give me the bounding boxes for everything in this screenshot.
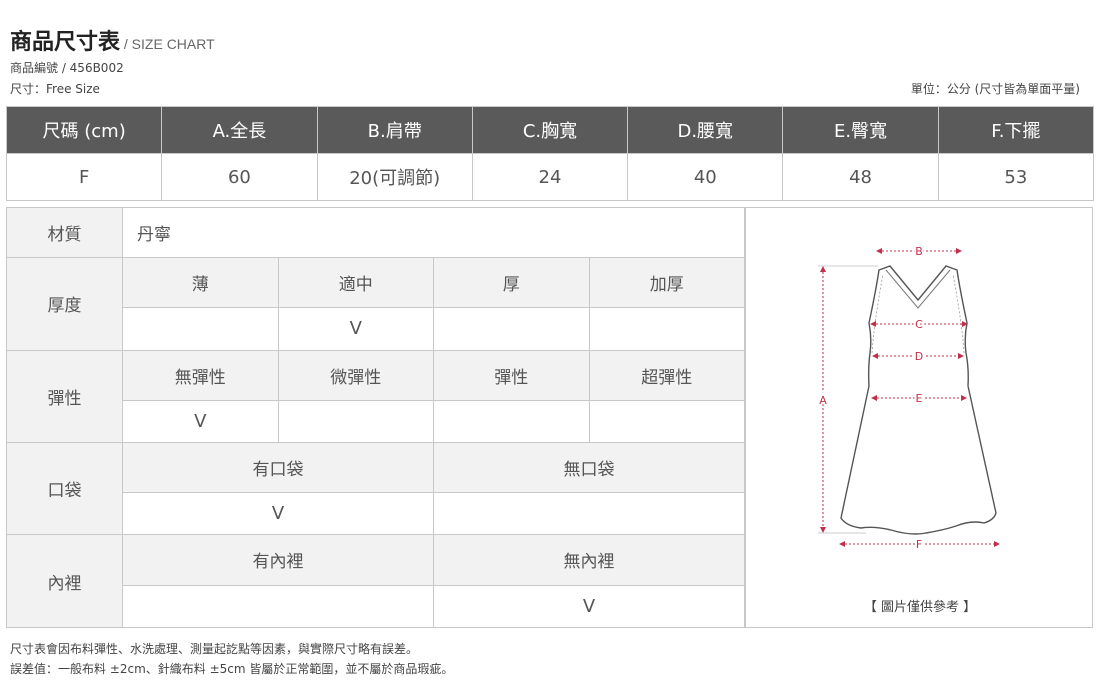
detail-table-wrap: 材質 丹寧 厚度 薄 適中 厚 加厚 V 彈性 無彈性 微彈性 彈性 超彈性 V… (6, 206, 745, 629)
elasticity-option-normal: 彈性 (433, 349, 590, 401)
dress-side-seam-right (952, 273, 965, 354)
dress-outline (840, 265, 997, 535)
pocket-option-yes: 有口袋 (122, 441, 434, 494)
title-subtitle: / SIZE CHART (120, 36, 215, 52)
table-row: F 60 20(可調節) 24 40 48 53 (5, 153, 1095, 201)
dress-diagram: A B C D E (745, 207, 1093, 628)
cell-chest: 24 (471, 153, 629, 201)
header-chest: C.胸寬 (471, 106, 629, 154)
elasticity-check-row: V (7, 399, 745, 443)
thickness-option-thick: 厚 (433, 257, 590, 309)
label-a: A (819, 394, 827, 407)
lining-label: 內裡 (6, 534, 123, 628)
elasticity-option-super: 超彈性 (588, 349, 745, 401)
header-hip: E.臀寬 (782, 106, 939, 154)
cell-hem: 53 (937, 153, 1095, 201)
cell-size: F (5, 153, 163, 201)
elasticity-option-slight: 微彈性 (277, 349, 434, 401)
material-row: 材質 丹寧 (6, 206, 745, 259)
label-f: F (916, 538, 922, 551)
elasticity-options-row: 彈性 無彈性 微彈性 彈性 超彈性 (6, 349, 745, 443)
header-length: A.全長 (161, 106, 318, 154)
product-code: 商品編號 / 456B002 (10, 61, 124, 75)
measure-d (872, 353, 964, 359)
footnote-1: 尺寸表會因布料彈性、水洗處理、測量起訖點等因素，與實際尺寸略有誤差。 (10, 642, 419, 656)
dress-side-seam-left (871, 273, 884, 354)
thickness-label: 厚度 (6, 257, 123, 351)
measure-f (839, 541, 1000, 547)
measure-c (870, 321, 968, 327)
size-label: 尺寸：Free Size (10, 82, 100, 96)
label-d: D (915, 350, 923, 363)
header-strap: B.肩帶 (316, 106, 473, 154)
header-waist: D.腰寬 (627, 106, 784, 154)
lining-check: V (433, 584, 745, 629)
material-value: 丹寧 (122, 206, 745, 259)
thickness-option-medium: 適中 (277, 257, 434, 309)
pocket-check: V (122, 492, 434, 536)
cell-waist: 40 (627, 153, 784, 201)
cell-hip: 48 (782, 153, 939, 201)
size-table-header: 尺碼 (cm) A.全長 B.肩帶 C.胸寬 D.腰寬 E.臀寬 F.下擺 (5, 106, 1095, 154)
header-size: 尺碼 (cm) (5, 106, 163, 154)
elasticity-check (588, 399, 745, 443)
lining-options-row: 內裡 有內裡 無內裡 (6, 534, 745, 628)
thickness-check (588, 307, 745, 351)
dress-illustration: A B C D E (817, 243, 1000, 553)
dress-neckline (885, 269, 951, 309)
elasticity-label: 彈性 (6, 349, 123, 443)
cell-strap: 20(可調節) (316, 153, 473, 201)
page-title: 商品尺寸表 / SIZE CHART (10, 24, 215, 56)
thickness-check-row: V (7, 307, 745, 351)
material-label: 材質 (6, 206, 123, 259)
elasticity-check (277, 399, 434, 443)
header-hem: F.下擺 (937, 106, 1095, 154)
pocket-options-row: 口袋 有口袋 無口袋 (6, 441, 745, 536)
thickness-check (122, 307, 279, 351)
footnote-2: 誤差值：一般布料 ±2cm、針織布料 ±5cm 皆屬於正常範圍，並不屬於商品瑕疵… (10, 662, 454, 676)
thickness-check: V (277, 307, 434, 351)
measure-b (876, 248, 962, 254)
elasticity-check (433, 399, 590, 443)
thickness-option-extra-thick: 加厚 (588, 257, 745, 309)
pocket-check-row: V (7, 492, 745, 536)
elasticity-check: V (122, 399, 279, 443)
pocket-label: 口袋 (6, 441, 123, 536)
thickness-check (433, 307, 590, 351)
measure-e (871, 395, 967, 401)
detail-table: 材質 丹寧 厚度 薄 適中 厚 加厚 V 彈性 無彈性 微彈性 彈性 超彈性 V… (6, 206, 745, 629)
lining-check-row: V (7, 584, 745, 629)
lining-option-no: 無內裡 (433, 534, 745, 586)
pocket-check (433, 492, 745, 536)
unit-note: 單位：公分 (尺寸皆為單面平量) (910, 82, 1080, 96)
size-table: 尺碼 (cm) A.全長 B.肩帶 C.胸寬 D.腰寬 E.臀寬 F.下擺 F … (5, 106, 1095, 201)
elasticity-option-none: 無彈性 (122, 349, 279, 401)
label-c: C (915, 318, 923, 331)
label-b: B (915, 245, 923, 258)
thickness-options-row: 厚度 薄 適中 厚 加厚 (6, 257, 745, 351)
lining-check (122, 584, 434, 629)
diagram-disclaimer: 【 圖片僅供參考 】 (863, 600, 977, 615)
thickness-option-thin: 薄 (122, 257, 279, 309)
lining-option-yes: 有內裡 (122, 534, 434, 586)
title-text: 商品尺寸表 (10, 30, 121, 55)
pocket-option-no: 無口袋 (433, 441, 745, 494)
cell-length: 60 (161, 153, 318, 201)
label-e: E (916, 392, 923, 405)
measure-a (818, 265, 878, 534)
